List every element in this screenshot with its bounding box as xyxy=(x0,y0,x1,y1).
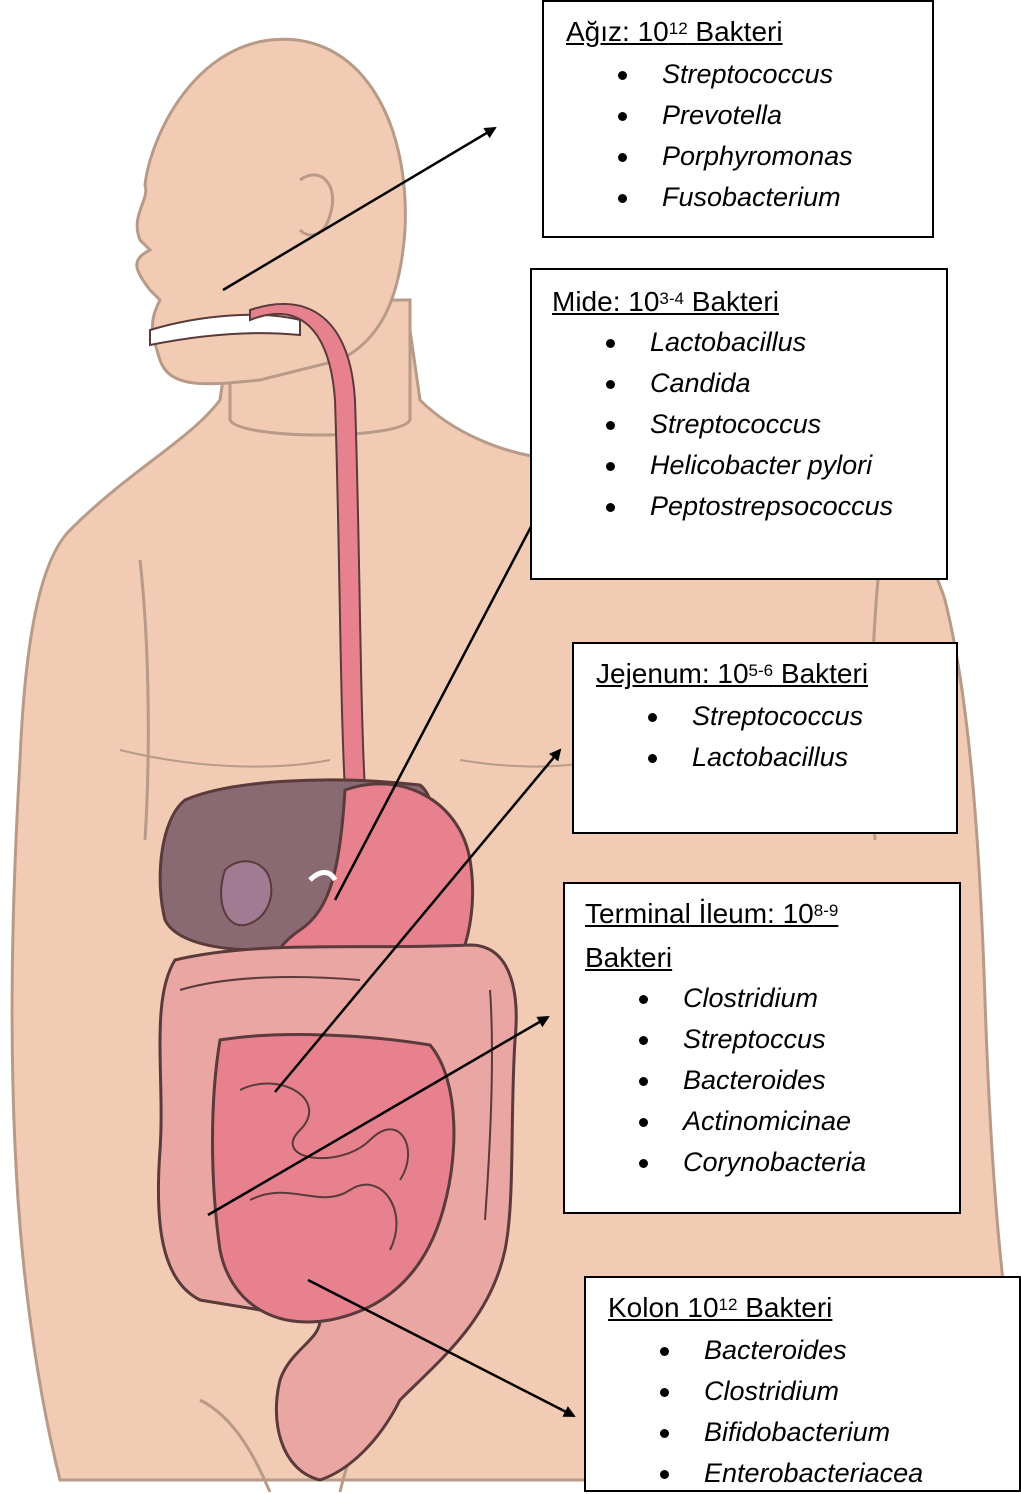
terminal-ileum-bacteria-list: Clostridium Streptoccus Bacteroides Acti… xyxy=(639,978,866,1183)
jejunum-box-title: Jejenum: 105-6 Bakteri xyxy=(596,656,868,692)
list-item: Peptostrepsococcus xyxy=(606,486,893,527)
list-item: Actinomicinae xyxy=(639,1101,866,1142)
list-item: Clostridium xyxy=(660,1371,923,1412)
list-item: Lactobacillus xyxy=(606,322,893,363)
list-item: Corynobacteria xyxy=(639,1142,866,1183)
stomach-bacteria-list: Lactobacillus Candida Streptococcus Heli… xyxy=(606,322,893,527)
mouth-bacteria-list: Streptococcus Prevotella Porphyromonas F… xyxy=(618,54,853,218)
colon-bacteria-box: Kolon 1012 Bakteri Bacteroides Clostridi… xyxy=(584,1276,1021,1492)
list-item: Bifidobacterium xyxy=(660,1412,923,1453)
mouth-bacteria-box: Ağız: 1012 Bakteri Streptococcus Prevote… xyxy=(542,0,934,238)
list-item: Fusobacterium xyxy=(618,177,853,218)
list-item: Streptococcus xyxy=(606,404,893,445)
list-item: Clostridium xyxy=(639,978,866,1019)
terminal-ileum-box-title: Terminal İleum: 108-9 xyxy=(585,896,838,932)
stomach-bacteria-box: Mide: 103-4 Bakteri Lactobacillus Candid… xyxy=(530,268,948,580)
colon-bacteria-list: Bacteroides Clostridium Bifidobacterium … xyxy=(660,1330,923,1494)
list-item: Enterobacteriacea xyxy=(660,1453,923,1494)
list-item: Lactobacillus xyxy=(648,737,863,778)
terminal-ileum-box-title-line2: Bakteri xyxy=(585,940,672,976)
list-item: Bacteroides xyxy=(660,1330,923,1371)
colon-box-title: Kolon 1012 Bakteri xyxy=(608,1290,832,1326)
stomach-box-title: Mide: 103-4 Bakteri xyxy=(552,284,779,320)
list-item: Prevotella xyxy=(618,95,853,136)
jejunum-bacteria-list: Streptococcus Lactobacillus xyxy=(648,696,863,778)
list-item: Bacteroides xyxy=(639,1060,866,1101)
list-item: Streptococcus xyxy=(618,54,853,95)
list-item: Porphyromonas xyxy=(618,136,853,177)
list-item: Streptococcus xyxy=(648,696,863,737)
terminal-ileum-bacteria-box: Terminal İleum: 108-9 Bakteri Clostridiu… xyxy=(563,882,961,1214)
jejunum-bacteria-box: Jejenum: 105-6 Bakteri Streptococcus Lac… xyxy=(572,642,958,834)
list-item: Helicobacter pylori xyxy=(606,445,893,486)
list-item: Candida xyxy=(606,363,893,404)
mouth-box-title: Ağız: 1012 Bakteri xyxy=(566,14,783,50)
list-item: Streptoccus xyxy=(639,1019,866,1060)
